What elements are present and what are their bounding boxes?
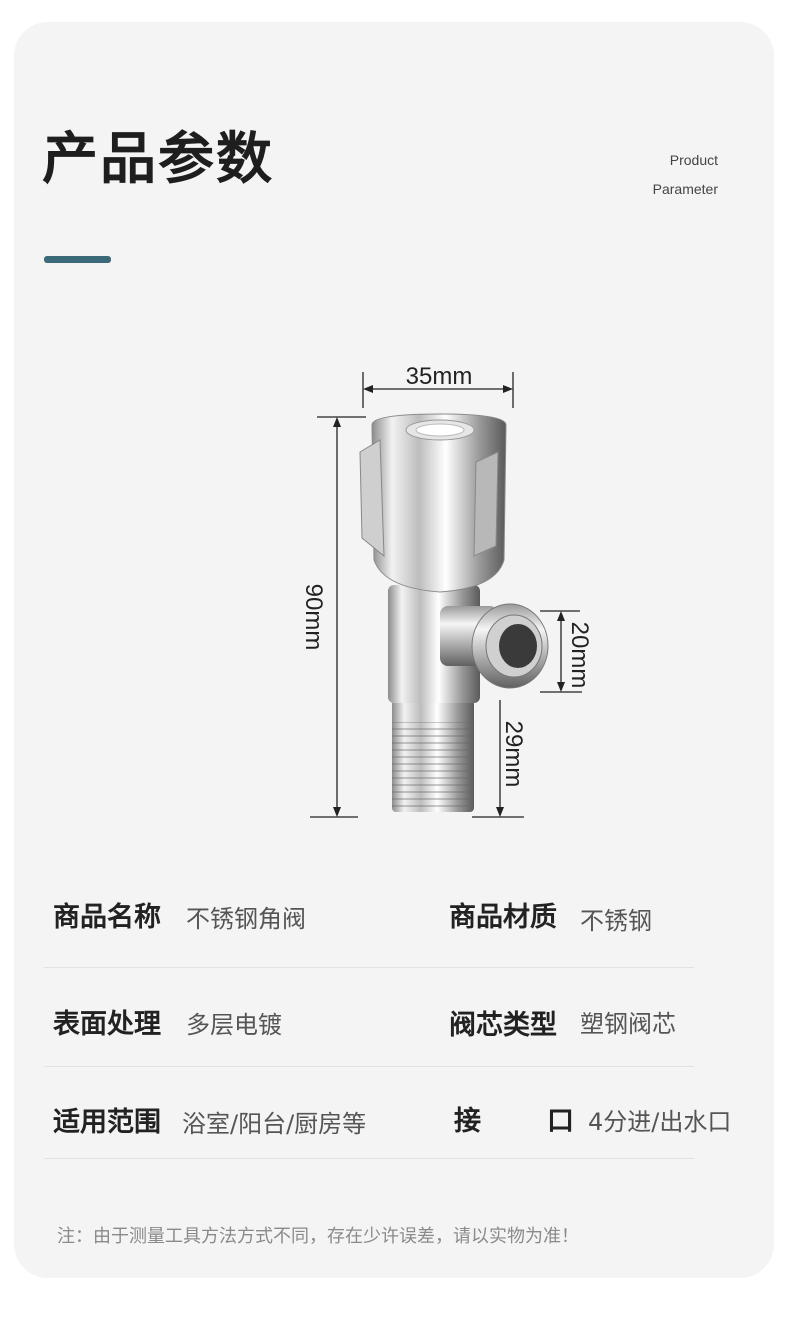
spec-label-material: 商品材质 xyxy=(449,902,557,933)
width-label: 35mm xyxy=(406,363,473,390)
spec-label-interface: 接 口 xyxy=(454,1106,578,1137)
measurement-note: 注：由于测量工具方法方式不同，存在少许误差，请以实物为准！ xyxy=(57,1226,579,1247)
accent-bar xyxy=(44,256,111,263)
spec-value-surface: 多层电镀 xyxy=(186,1011,282,1039)
spec-value-interface: 4分进/出水口 xyxy=(588,1108,732,1136)
spec-label-scope: 适用范围 xyxy=(53,1107,161,1138)
spec-label-product-name: 商品名称 xyxy=(53,902,161,933)
inlet-label: 29mm xyxy=(500,721,527,788)
spec-value-material: 不锈钢 xyxy=(580,907,652,935)
page-title: 产品参数 xyxy=(42,127,274,192)
spec-value-scope: 浴室/阳台/厨房等 xyxy=(182,1110,367,1138)
dimension-outlet xyxy=(540,610,582,693)
dimension-width xyxy=(362,372,514,408)
spec-value-cartridge: 塑钢阀芯 xyxy=(580,1010,676,1038)
dimension-inlet xyxy=(472,700,524,818)
height-label: 90mm xyxy=(300,584,327,651)
subtitle-line-2: Parameter xyxy=(652,181,718,197)
spec-divider xyxy=(44,967,694,968)
outlet-label: 20mm xyxy=(566,622,593,689)
spec-value-product-name: 不锈钢角阀 xyxy=(186,905,306,933)
english-subtitle: Product Parameter xyxy=(653,146,718,204)
spec-label-surface: 表面处理 xyxy=(53,1009,161,1040)
dimension-height xyxy=(310,416,366,818)
spec-divider xyxy=(44,1066,694,1067)
subtitle-line-1: Product xyxy=(669,152,718,168)
spec-divider xyxy=(44,1158,694,1159)
angle-valve-image xyxy=(359,413,549,812)
spec-label-cartridge: 阀芯类型 xyxy=(449,1010,557,1041)
